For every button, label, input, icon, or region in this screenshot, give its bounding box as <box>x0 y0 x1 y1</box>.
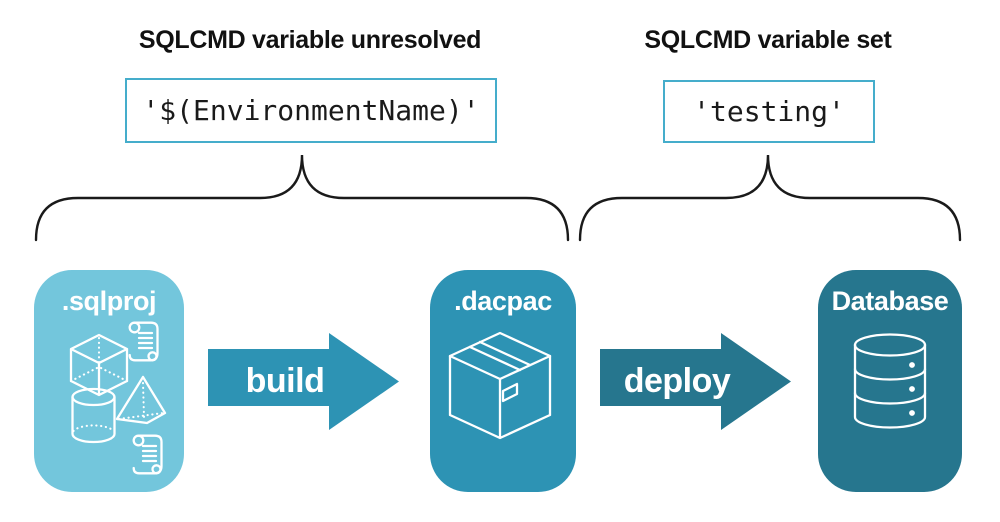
right-brace <box>578 154 962 242</box>
deploy-arrow-label: deploy <box>623 362 731 400</box>
code-value-unresolved: '$(EnvironmentName)' <box>142 94 480 127</box>
cylinder-icon <box>71 387 116 444</box>
node-database-label: Database <box>831 286 949 316</box>
right-block-arrow-icon <box>600 333 791 430</box>
node-dacpac-label: .dacpac <box>454 286 552 316</box>
code-box-unresolved: '$(EnvironmentName)' <box>125 78 497 143</box>
heading-unresolved: SQLCMD variable unresolved <box>138 26 482 54</box>
node-database: Database <box>818 270 962 492</box>
node-sqlproj-label: .sqlproj <box>61 286 157 316</box>
database-icon <box>853 333 927 429</box>
build-arrow: build <box>208 333 401 430</box>
pyramid-icon <box>115 375 167 425</box>
code-value-set: 'testing' <box>693 95 845 128</box>
sql-objects-icon <box>69 321 167 475</box>
scroll-icon <box>132 434 163 475</box>
package-icon <box>448 331 552 440</box>
node-dacpac: .dacpac <box>430 270 576 492</box>
heading-set: SQLCMD variable set <box>644 26 892 54</box>
left-brace <box>34 154 570 242</box>
deploy-arrow: deploy <box>600 333 793 430</box>
cube-icon <box>69 333 129 397</box>
node-sqlproj: .sqlproj <box>34 270 184 492</box>
code-box-set: 'testing' <box>663 80 875 143</box>
build-arrow-label: build <box>245 362 325 400</box>
scroll-icon <box>128 321 159 362</box>
right-block-arrow-icon <box>208 333 399 430</box>
